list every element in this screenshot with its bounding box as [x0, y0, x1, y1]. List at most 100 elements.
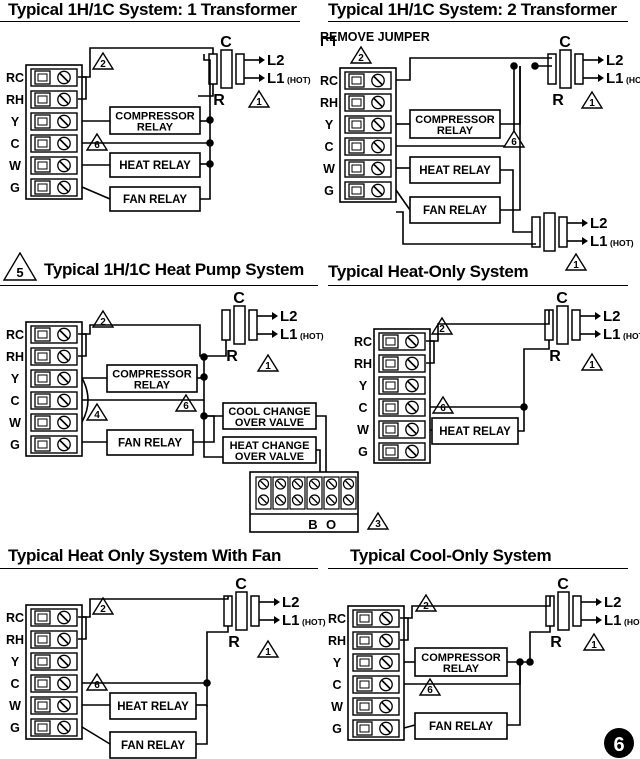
relay-label: RELAY [437, 125, 474, 137]
screw-slot [373, 185, 383, 196]
l2-label: L2 [267, 52, 285, 69]
terminal-screw-inner [351, 142, 362, 151]
relay-label: HEAT RELAY [419, 165, 491, 177]
note-6-icon [418, 677, 442, 696]
note-1-icon [580, 90, 604, 109]
transformer-coil [572, 595, 582, 627]
terminal-label-w: W [357, 423, 369, 437]
screw-slot [59, 722, 69, 733]
arrow-icon [598, 74, 604, 82]
note-2-icon [91, 596, 115, 615]
note-2-icon [430, 316, 454, 335]
terminal-label-y: Y [11, 372, 20, 386]
hot-label: (HOT) [610, 238, 634, 248]
terminal-screw-box [356, 721, 373, 736]
terminal-label-w: W [9, 416, 21, 430]
terminal-label-rh: RH [320, 96, 338, 110]
transformer-core [220, 49, 233, 89]
screw-slot [59, 417, 69, 428]
note-1-icon [582, 632, 606, 651]
terminal-screw-box [34, 371, 51, 386]
junction-dot [200, 373, 208, 381]
terminal-screw-inner [37, 613, 48, 622]
transformer-c-label: C [557, 576, 569, 593]
arrow-icon [274, 616, 280, 624]
screw-slot [311, 480, 318, 488]
relay-label: RELAY [443, 663, 480, 675]
screw-slot [381, 613, 391, 624]
screw-slot [311, 496, 318, 504]
terminal-label-rh: RH [328, 634, 346, 648]
relay-box [414, 647, 508, 677]
terminal-label-y: Y [359, 379, 368, 393]
note-number: 6 [440, 403, 446, 414]
terminal-label-c: C [324, 140, 333, 154]
terminal-label-g: G [10, 721, 20, 735]
terminal-screw-inner [359, 702, 370, 711]
screw-slot [381, 635, 391, 646]
terminal-label-y: Y [11, 115, 20, 129]
terminal-screw-inner [37, 374, 48, 383]
transformer-core [557, 591, 570, 631]
note-number: 1 [591, 640, 597, 651]
wire [430, 310, 550, 342]
terminal-screw-inner [37, 701, 48, 710]
title-rule [0, 568, 318, 569]
screw-slot [407, 336, 417, 347]
terminal-screw-inner [359, 724, 370, 733]
hot-label: (HOT) [623, 331, 640, 341]
wire [200, 143, 211, 200]
screw-slot [294, 480, 301, 488]
note-4-icon [85, 402, 109, 421]
terminal-screw-inner [37, 635, 48, 644]
note-number: 2 [100, 604, 106, 615]
terminal-screw-box [356, 677, 373, 692]
note-2-icon [91, 309, 115, 328]
wire [396, 211, 536, 245]
screw-slot [59, 182, 69, 193]
terminal-screw-inner [37, 418, 48, 427]
terminal-label-c: C [358, 401, 367, 415]
wire [500, 66, 521, 211]
terminal-block [25, 321, 83, 457]
screw-slot [294, 496, 301, 504]
terminal-screw-box [356, 699, 373, 714]
note-1-icon [256, 353, 280, 372]
terminal-screw-box [348, 95, 365, 110]
transformer-c-label: C [559, 34, 571, 51]
wire [203, 400, 223, 458]
terminal-screw-box [356, 633, 373, 648]
bridge-wire [81, 377, 89, 423]
l2-label: L2 [604, 594, 622, 611]
screw-slot [328, 496, 335, 504]
screw-slot [381, 723, 391, 734]
terminal-label-rh: RH [354, 357, 372, 371]
wire [500, 66, 521, 125]
screw-slot [373, 75, 383, 86]
note-number: 6 [94, 680, 100, 691]
screw-slot [407, 380, 417, 391]
relay-label: FAN RELAY [121, 740, 185, 752]
terminal-label-c: C [10, 394, 19, 408]
transformer-r-label: R [226, 348, 238, 365]
hot-label: (HOT) [624, 617, 640, 627]
title-1h1c-1-transformer: Typical 1H/1C System: 1 Transformer [8, 0, 297, 19]
terminal-screw-inner [37, 73, 48, 82]
terminal-screw-box [34, 349, 51, 364]
l2-label: L2 [282, 594, 300, 611]
terminal-screw-inner [37, 723, 48, 732]
screw-slot [59, 395, 69, 406]
relay-label: FAN RELAY [423, 205, 487, 217]
terminal-screw-box [34, 158, 51, 173]
relay-box [222, 436, 317, 464]
terminal-label-rh: RH [6, 633, 24, 647]
note-number: 5 [16, 265, 23, 280]
transformer-r-label: R [228, 634, 240, 651]
transformer-core [559, 49, 572, 89]
wire [198, 84, 214, 97]
arrow-icon [598, 56, 604, 64]
screw-slot [59, 329, 69, 340]
terminal-screw-inner [359, 614, 370, 623]
terminal-screw-box [348, 183, 365, 198]
terminal-label-w: W [9, 699, 21, 713]
